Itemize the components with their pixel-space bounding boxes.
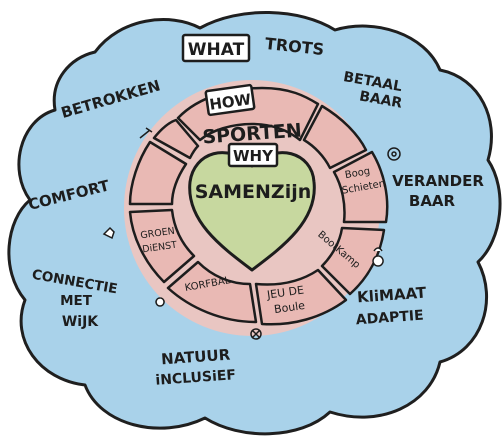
segment-top-right	[302, 104, 368, 170]
segment-upper-left	[152, 118, 200, 160]
activity-boogschieten-line1: Boog	[344, 166, 371, 181]
segment-groen-dienst	[128, 208, 196, 284]
how-box: HOW	[204, 83, 256, 117]
value-natuur-line2: iNCLUSiEF	[155, 367, 237, 389]
ball-icon	[155, 297, 165, 307]
value-natuur-line1: NATUUR	[161, 346, 232, 369]
segment-bootkamp	[320, 226, 386, 296]
value-klimaat-line1: KliMAAT	[357, 284, 428, 307]
what-label: WHAT	[188, 40, 245, 60]
tool-icon	[139, 127, 153, 139]
segment-left	[128, 140, 188, 206]
activity-groen-line2: DiENST	[142, 240, 178, 256]
what-box: WHAT	[181, 33, 251, 63]
value-betaalbaar-line2: BAAR	[358, 88, 403, 111]
value-veranderbaar-line2: BAAR	[409, 192, 456, 210]
value-veranderbaar-line1: VERANDER	[392, 172, 484, 190]
boule-icon-cross	[251, 329, 261, 339]
why-box: WHY	[227, 142, 279, 168]
segment-jeu-de-boule	[254, 268, 348, 326]
center-label: SAMENZijn	[195, 181, 312, 203]
target-icon-center	[391, 151, 397, 157]
value-connectie-line2: MET	[60, 293, 93, 309]
kettlebell-icon	[372, 247, 384, 267]
boule-icon	[250, 328, 262, 340]
doodle-icons	[102, 127, 401, 340]
segment-korfbal	[166, 260, 258, 324]
activity-ring	[128, 86, 389, 326]
activity-jeu-line1: JEU DE	[265, 284, 305, 302]
value-klimaat-line2: ADAPTIE	[355, 308, 424, 329]
target-icon	[387, 147, 401, 161]
how-label: HOW	[208, 90, 252, 114]
activity-jeu-line2: Boule	[273, 299, 306, 316]
activity-groen-line1: GROEN	[140, 226, 176, 242]
glove-icon	[102, 226, 115, 240]
why-label: WHY	[233, 147, 274, 165]
value-connectie-line3: WiJK	[62, 314, 99, 330]
segment-boogschieten	[332, 150, 389, 224]
